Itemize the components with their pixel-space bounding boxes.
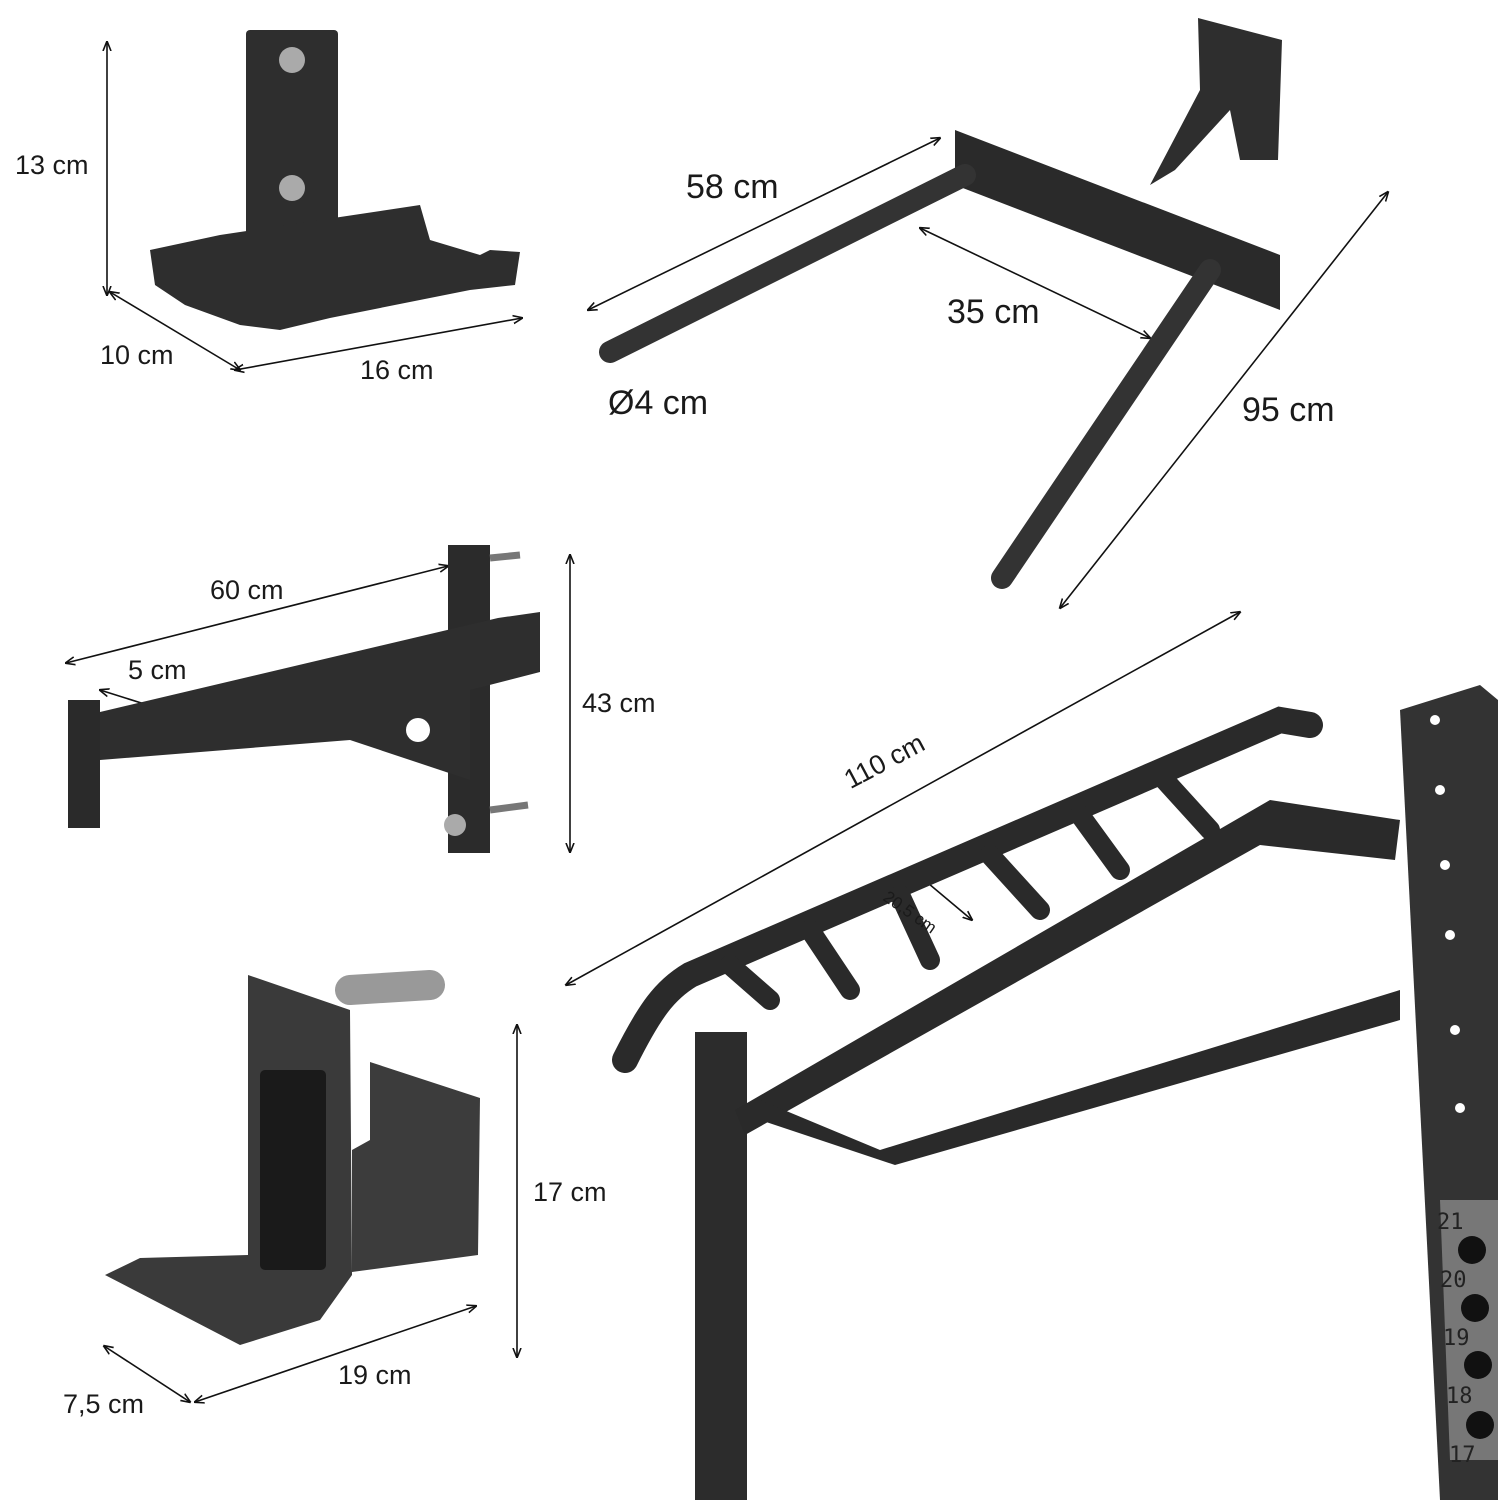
dip-bar-total-label: 95 cm (1242, 391, 1335, 429)
j-hook-width-label: 16 cm (360, 355, 434, 385)
dip-bar-diameter-label: Ø4 cm (608, 384, 709, 422)
j-hook-illustration (150, 30, 520, 330)
dip-bar-illustration (599, 18, 1282, 589)
j-hook-height-label: 13 cm (15, 150, 89, 180)
spotter-length-label: 60 cm (210, 575, 284, 605)
bar-holder-illustration (105, 970, 480, 1345)
dip-bar-spacing-label: 35 cm (947, 293, 1040, 331)
dip-bar-length-label: 58 cm (686, 168, 779, 206)
spotter-width-label: 5 cm (128, 655, 187, 685)
bar-holder-width-label: 19 cm (338, 1360, 412, 1390)
frame-number: 19 (1443, 1326, 1470, 1351)
pullup-bar-illustration (612, 685, 1498, 1500)
frame-number: 20 (1440, 1268, 1467, 1293)
spotter-height-label: 43 cm (582, 688, 656, 718)
bar-holder-depth-label: 7,5 cm (63, 1389, 145, 1419)
frame-number: 18 (1446, 1384, 1473, 1409)
j-hook-depth-label: 10 cm (100, 340, 174, 370)
frame-number: 21 (1437, 1210, 1464, 1235)
bar-holder-height-label: 17 cm (533, 1177, 607, 1207)
frame-number: 17 (1449, 1443, 1476, 1468)
spotter-arm-illustration (68, 545, 540, 853)
